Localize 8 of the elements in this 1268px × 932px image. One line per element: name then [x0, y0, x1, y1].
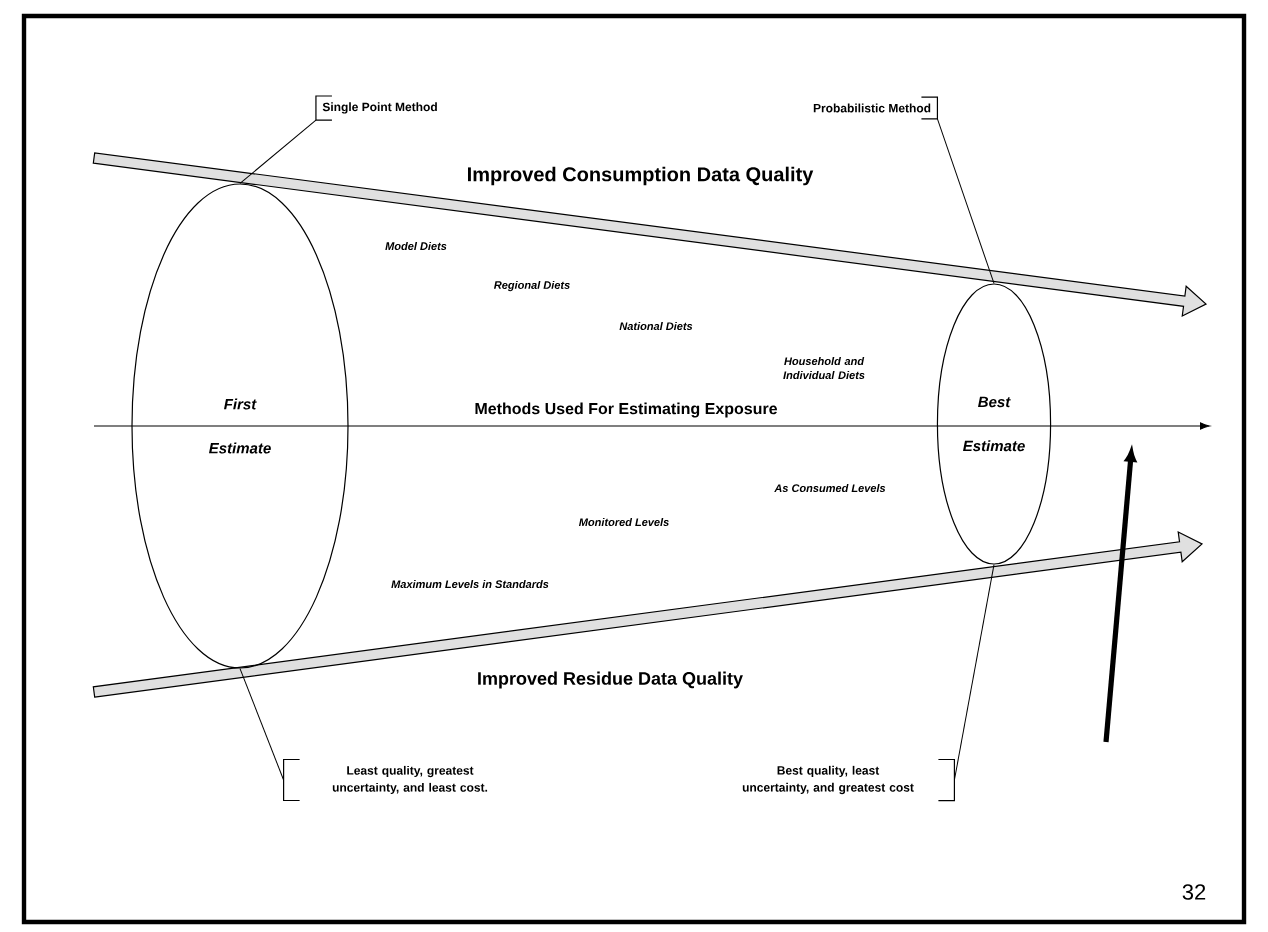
leader-line: [239, 668, 285, 781]
leader-line: [936, 118, 995, 284]
heading-label: Improved Residue Data Quality: [478, 671, 743, 689]
axis-label: Methods Used For Estimating Exposure: [475, 402, 778, 418]
page-number: 32: [1182, 884, 1206, 900]
leader-line: [953, 564, 995, 781]
leader-line: [239, 119, 317, 184]
heading-label: Improved Consumption Data Quality: [468, 166, 814, 186]
